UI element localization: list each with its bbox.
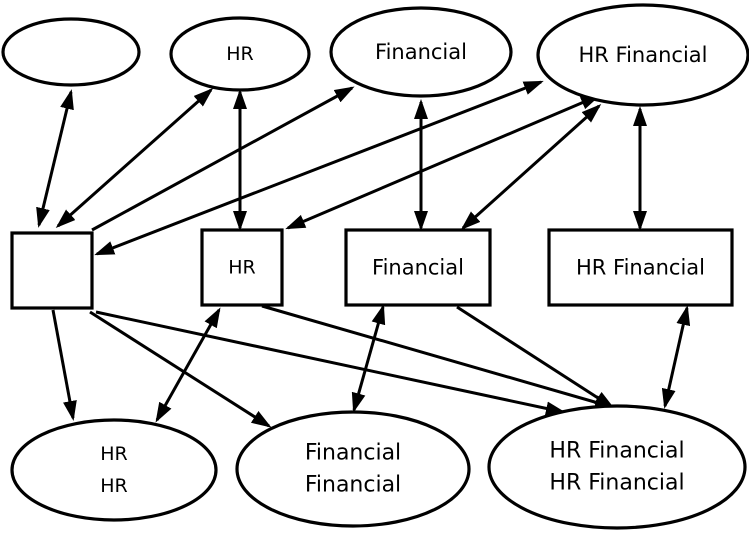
- node-ellipse: [235, 410, 471, 528]
- node-e-top-hr: HR: [169, 16, 311, 92]
- edge-box-empty-to-e-bot-hr: [51, 309, 77, 421]
- edge-box-hr-to-e-bot-hr: [155, 307, 221, 423]
- node-label: HR: [100, 475, 128, 497]
- node-e-top-hrfin: HR Financial: [536, 3, 749, 107]
- node-box-fin: Financial: [344, 228, 492, 307]
- edge-box-hrfin-to-e-bot-hrfin: [661, 305, 691, 409]
- node-label: HR: [100, 443, 128, 465]
- node-ellipse: [169, 16, 311, 92]
- node-ellipse: [487, 404, 747, 530]
- node-e-top-empty: [1, 17, 141, 87]
- edges-layer: [36, 80, 691, 428]
- node-ellipse: [329, 6, 513, 98]
- edge-box-fin-to-e-bot-hrfin: [456, 305, 615, 409]
- node-box-hr: HR: [200, 228, 284, 307]
- node-label: HR Financial: [576, 256, 705, 280]
- node-box: [200, 228, 284, 307]
- node-label: HR: [228, 257, 256, 279]
- edge-box-hr-to-e-bot-hrfin: [261, 304, 615, 410]
- node-e-top-fin: Financial: [329, 6, 513, 98]
- node-label: HR Financial: [549, 471, 684, 496]
- edge-box-fin-to-e-bot-fin: [351, 304, 386, 413]
- node-box: [547, 228, 734, 307]
- node-e-bot-hrfin: HR Financial HR Financial: [487, 404, 747, 530]
- node-label: Financial: [305, 441, 401, 466]
- node-e-bot-hr: HR HR: [10, 418, 218, 522]
- node-box-empty: [10, 231, 94, 310]
- edge-box-empty-to-e-top-fin: [91, 86, 355, 232]
- node-ellipse: [1, 17, 141, 87]
- node-label: HR: [226, 43, 254, 65]
- node-label: Financial: [375, 40, 467, 64]
- node-label: Financial: [372, 256, 464, 280]
- node-label: Financial: [305, 473, 401, 498]
- edge-box-empty-to-e-top-hrfin: [94, 80, 544, 256]
- edge-box-fin-to-e-top-hrfin: [460, 103, 602, 231]
- edge-box-empty-to-e-top-empty: [36, 89, 74, 228]
- node-label: HR Financial: [549, 439, 684, 464]
- node-label: HR Financial: [578, 43, 707, 67]
- node-box: [344, 228, 492, 307]
- node-box-hrfin: HR Financial: [547, 228, 734, 307]
- node-box: [10, 231, 94, 310]
- node-ellipse: [536, 3, 749, 107]
- node-ellipse: [10, 418, 218, 522]
